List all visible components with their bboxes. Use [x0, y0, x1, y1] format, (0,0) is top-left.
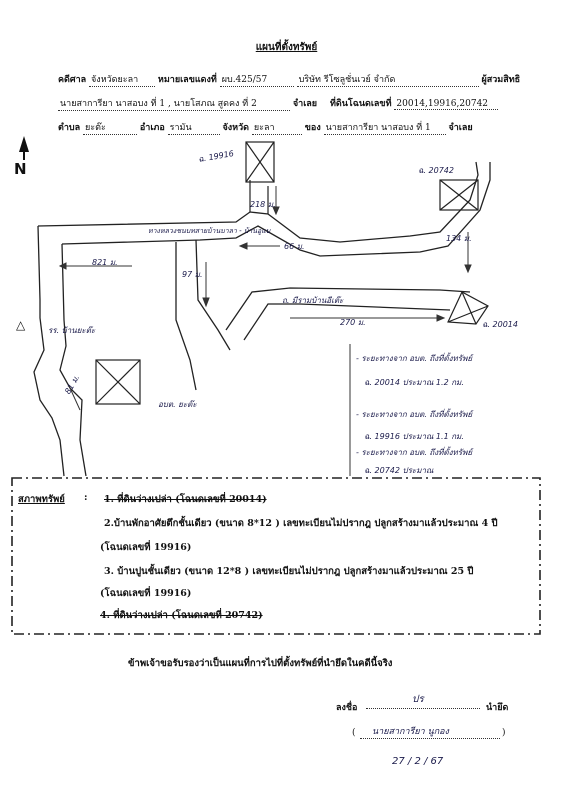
plaintiff-value: บริษัท รีโซลูชั่นเวย์ จำกัด — [296, 72, 479, 87]
document-title: แผนที่ตั้งทรัพย์ — [255, 42, 318, 53]
main-road — [37, 161, 491, 257]
side-road-label: ถ. มีรามบ้านอีเต๊ะ — [282, 296, 344, 305]
property-item-3a: 3. บ้านปูนชั้นเดียว (ขนาด 12*8 ) เลขทะเบ… — [104, 566, 474, 577]
property-label: สภาพทรัพย์ — [18, 494, 65, 505]
owner-role: จำเลย — [448, 123, 473, 133]
note-line-2: ฉ. 20014 ประมาณ 1.2 กม. — [364, 378, 464, 387]
note-line-4: ฉ. 19916 ประมาณ 1.1 กม. — [364, 432, 464, 441]
plaintiff-label: ผู้สวมสิทธิ — [481, 75, 521, 85]
plot-19916-marker — [245, 141, 275, 183]
note-line-3: - ระยะทางจาก อบต. ถึงที่ตั้งทรัพย์ — [356, 410, 473, 419]
property-item-2a: 2.บ้านพักอาศัยตึกชั้นเดียว (ขนาด 8*12 ) … — [104, 518, 498, 529]
plot-20742-marker — [439, 179, 479, 211]
case-value: ผบ.425/57 — [219, 72, 294, 87]
dist-218-label: 218 ม. — [250, 200, 276, 209]
defendant-value: นายสาการียา นาสอบง ที่ 1 , นายโสภณ สูดคง… — [58, 96, 290, 111]
property-item-3b: (โฉนดเลขที่ 19916) — [100, 588, 192, 599]
dist-66-label: 66 ม. — [284, 242, 305, 251]
note-line-1: - ระยะทางจาก อบต. ถึงที่ตั้งทรัพย์ — [356, 354, 473, 363]
court-label: คดีศาล — [58, 75, 87, 85]
plot-20742-label: ฉ. 20742 — [418, 166, 454, 175]
plot-20014-label: ฉ. 20014 — [482, 320, 518, 329]
subdistrict-value: ยะต๊ะ — [83, 120, 138, 135]
plot-19916-road — [249, 180, 269, 214]
north-arrow-icon — [19, 136, 29, 160]
property-item-4: 4. ที่ดินว่างเปล่า (โฉนดเลขที่ 20742) — [100, 610, 263, 621]
province-value: ยะลา — [251, 120, 302, 135]
header-line-1: คดีศาล จังหวัดยะลา หมายเลขแดงที่ ผบ.425/… — [58, 72, 520, 87]
note-line-5: - ระยะทางจาก อบต. ถึงที่ตั้งทรัพย์ — [356, 448, 473, 457]
dist-821-label: 821 ม. — [92, 258, 118, 267]
dist-97-label: 97 ม. — [182, 270, 203, 279]
deed-label: ที่ดินโฉนดเลขที่ — [329, 99, 392, 109]
dist-134-label: 134 ม. — [446, 234, 472, 243]
sign-mark: ปร — [412, 694, 424, 705]
subdistrict-label: ตำบล — [58, 123, 81, 133]
school-label: รร. บ้านยะต๊ะ — [48, 326, 96, 335]
property-item-2b: (โฉนดเลขที่ 19916) — [100, 542, 192, 553]
header-line-2: นายสาการียา นาสอบง ที่ 1 , นายโสภณ สูดคง… — [58, 96, 499, 111]
case-label: หมายเลขแดงที่ — [157, 75, 217, 85]
left-road — [33, 225, 87, 477]
main-road-label: ทางหลวงชนบทสายบ้านบาลา - บ้านอูแบ — [148, 227, 271, 235]
distance-arrows — [58, 186, 472, 411]
plot-20014-marker — [447, 291, 489, 325]
property-item-1: 1. ที่ดินว่างเปล่า (โฉนดเลขที่ 20014) — [104, 494, 267, 505]
property-box — [11, 477, 541, 635]
sign-label: ลงชื่อ — [336, 703, 358, 713]
sign-date: 27 / 2 / 67 — [392, 756, 444, 767]
province-label: จังหวัด — [222, 123, 250, 133]
inner-road — [175, 239, 231, 391]
obt-building-marker — [95, 359, 141, 405]
sign-role: นำยึด — [486, 703, 509, 713]
signer-name: นายสาการียา นูกอง — [372, 727, 449, 737]
defendant-label: จำเลย — [292, 99, 318, 109]
court-value: จังหวัดยะลา — [89, 72, 156, 87]
dist-270-label: 270 ม. — [340, 318, 366, 327]
owner-value: นายสาการียา นาสอบง ที่ 1 — [323, 120, 446, 135]
note-line-6: ฉ. 20742 ประมาณ — [364, 466, 434, 475]
obt-label: อบต. ยะต๊ะ — [158, 400, 197, 409]
certify-text: ข้าพเจ้าขอรับรองว่าเป็นแผนที่การไปที่ตั้… — [128, 658, 393, 669]
deed-value: 20014,19916,20742 — [394, 99, 499, 110]
side-road — [225, 287, 471, 341]
triangle-icon: △ — [16, 318, 26, 332]
district-label: อำเภอ — [139, 123, 165, 133]
header-line-3: ตำบล ยะต๊ะ อำเภอ รามัน จังหวัด ยะลา ของ … — [58, 120, 473, 135]
north-label: N — [14, 160, 27, 178]
owner-label: ของ — [304, 123, 321, 133]
district-value: รามัน — [167, 120, 220, 135]
